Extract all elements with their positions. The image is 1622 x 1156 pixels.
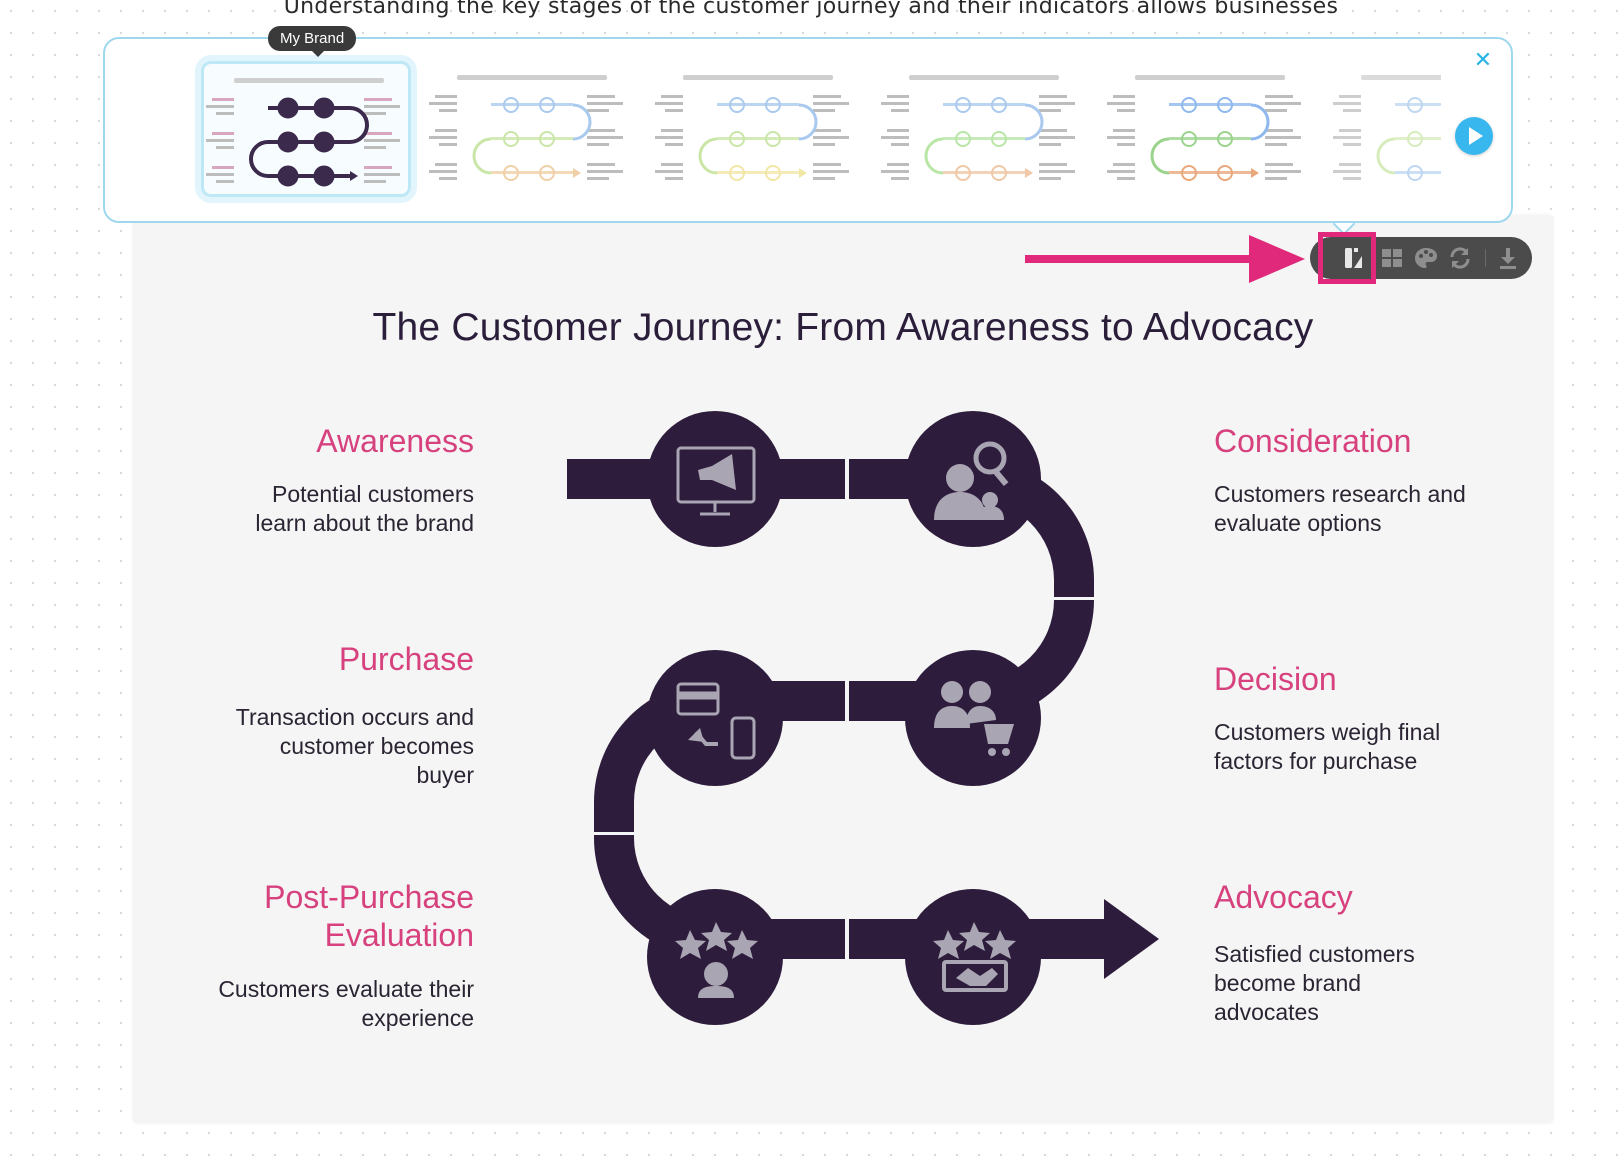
refresh-icon[interactable] xyxy=(1446,244,1474,272)
stars-handshake-icon xyxy=(933,922,1016,992)
desc-line: experience xyxy=(361,1005,474,1031)
people-cart-icon xyxy=(934,681,1014,756)
variant-thumb-2[interactable] xyxy=(427,61,637,197)
slide-canvas xyxy=(133,215,1553,1123)
megaphone-monitor-icon xyxy=(676,446,756,516)
stage-desc-advocacy: Satisfied customers become brand advocat… xyxy=(1214,940,1415,1027)
close-icon[interactable]: ✕ xyxy=(1473,48,1493,73)
highlight-box xyxy=(1318,232,1376,284)
toolbar-separator xyxy=(1485,249,1486,267)
stage-desc-post-purchase: Customers evaluate their experience xyxy=(218,975,474,1033)
desc-line: learn about the brand xyxy=(255,510,474,536)
play-icon[interactable] xyxy=(1455,117,1493,155)
download-icon[interactable] xyxy=(1494,244,1522,272)
desc-line: Potential customers xyxy=(272,481,474,507)
desc-line: Transaction occurs and xyxy=(235,704,474,730)
desc-line: advocates xyxy=(1214,999,1319,1025)
thumbnail-preview xyxy=(206,78,400,187)
variant-thumb-5[interactable] xyxy=(1105,61,1315,197)
pointer-arrow xyxy=(1025,235,1305,283)
stage-title-post-purchase: Post-Purchase Evaluation xyxy=(264,878,474,954)
stage-desc-decision: Customers weigh final factors for purcha… xyxy=(1214,718,1440,776)
stars-person-icon xyxy=(675,922,758,998)
slide-toolbar xyxy=(1310,237,1532,279)
layout-variant-panel: My Brand ✕ xyxy=(103,26,1513,223)
my-brand-tooltip: My Brand xyxy=(268,26,357,57)
card-phone-icon xyxy=(676,682,756,760)
stage-title-advocacy: Advocacy xyxy=(1214,879,1353,915)
desc-line: Customers research and xyxy=(1214,481,1466,507)
thumbnail-preview xyxy=(429,75,623,181)
stage-title-awareness: Awareness xyxy=(316,423,474,459)
person-search-icon xyxy=(934,441,1009,520)
stage-desc-purchase: Transaction occurs and customer becomes … xyxy=(236,703,474,790)
variant-thumb-3[interactable] xyxy=(653,61,863,197)
desc-line: buyer xyxy=(416,762,474,788)
desc-line: Customers weigh final xyxy=(1214,719,1441,745)
page-caption: Understanding the key stages of the cust… xyxy=(283,0,1339,19)
layout-variant-icon[interactable] xyxy=(1340,244,1368,272)
variant-thumb-1[interactable] xyxy=(201,61,411,197)
palette-icon[interactable] xyxy=(1412,244,1440,272)
thumbnail-preview xyxy=(1107,75,1301,181)
title-line: Evaluation xyxy=(324,917,474,953)
variant-thumb-6[interactable] xyxy=(1331,61,1441,197)
slide-title: The Customer Journey: From Awareness to … xyxy=(372,306,1314,349)
title-line: Post-Purchase xyxy=(264,879,474,915)
grid-icon[interactable] xyxy=(1378,244,1406,272)
variant-thumb-4[interactable] xyxy=(879,61,1089,197)
thumbnail-preview xyxy=(881,75,1075,181)
stage-desc-consideration: Customers research and evaluate options xyxy=(1214,480,1466,538)
desc-line: become brand xyxy=(1214,970,1362,996)
thumbnail-preview xyxy=(655,75,849,181)
thumbnail-preview xyxy=(1333,75,1441,181)
stage-title-decision: Decision xyxy=(1214,661,1337,697)
stage-desc-awareness: Potential customers learn about the bran… xyxy=(255,480,474,538)
desc-line: factors for purchase xyxy=(1214,748,1418,774)
stage-title-purchase: Purchase xyxy=(338,641,474,677)
desc-line: customer becomes xyxy=(279,733,474,759)
desc-line: Satisfied customers xyxy=(1214,941,1415,967)
desc-line: Customers evaluate their xyxy=(218,976,474,1002)
stage-title-consideration: Consideration xyxy=(1214,423,1412,459)
desc-line: evaluate options xyxy=(1214,510,1382,536)
